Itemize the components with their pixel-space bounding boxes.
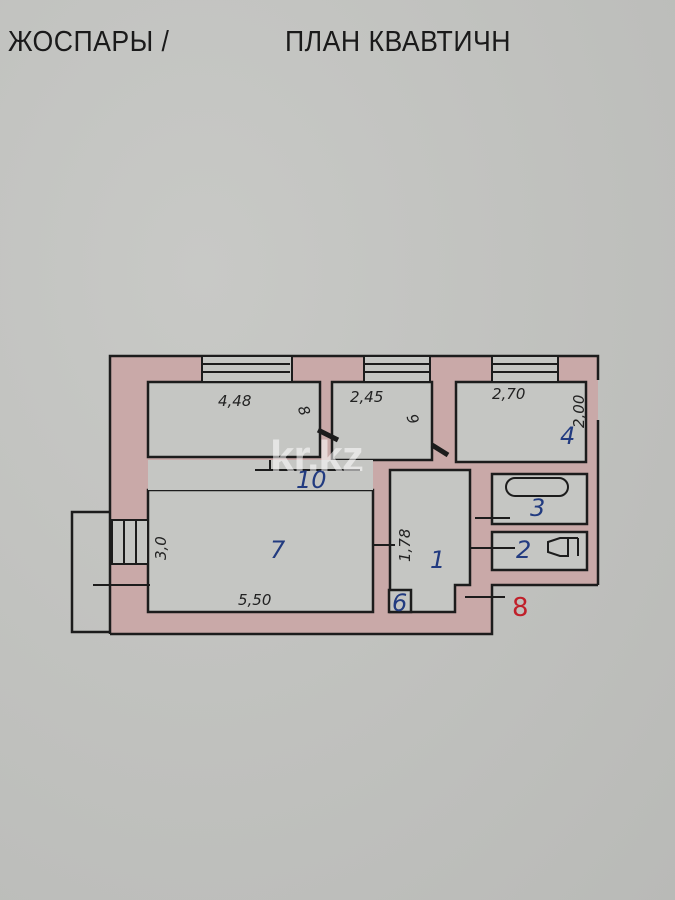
watermark: kr.kz [270,432,364,481]
title-russian: ПЛАН КВАВТИЧН [285,26,511,58]
svg-text:10: 10 [296,466,327,494]
room-top-left [146,380,322,459]
svg-text:2: 2 [516,536,531,564]
doors [93,427,515,598]
svg-text:5,50: 5,50 [238,591,271,609]
dimensions: 4,48 2,45 2,70 2,00 5,50 3,0 1,78 [152,385,588,609]
svg-text:3,0: 3,0 [152,536,170,560]
svg-text:2,45: 2,45 [350,388,383,406]
corridor [148,460,373,490]
svg-text:8: 8 [512,593,529,623]
title-kazakh: ЖОСПАРЫ / [8,26,170,58]
svg-text:6: 6 [392,589,407,617]
svg-text:7: 7 [270,536,286,564]
svg-text:4,48: 4,48 [218,392,251,410]
windows [111,355,559,565]
room-closet [387,588,413,614]
bathtub-icon [505,477,569,497]
room-living [146,488,375,614]
fixtures [505,477,579,557]
svg-text:4: 4 [560,422,575,450]
svg-text:2,00: 2,00 [570,395,588,428]
room-top-mid [330,380,434,462]
svg-text:1,78: 1,78 [396,529,414,562]
rooms [146,380,589,614]
svg-text:3: 3 [530,494,545,522]
toilet-icon [547,537,569,557]
outer-walls [70,354,600,636]
svg-text:2,70: 2,70 [492,385,525,403]
svg-text:1: 1 [430,546,445,574]
